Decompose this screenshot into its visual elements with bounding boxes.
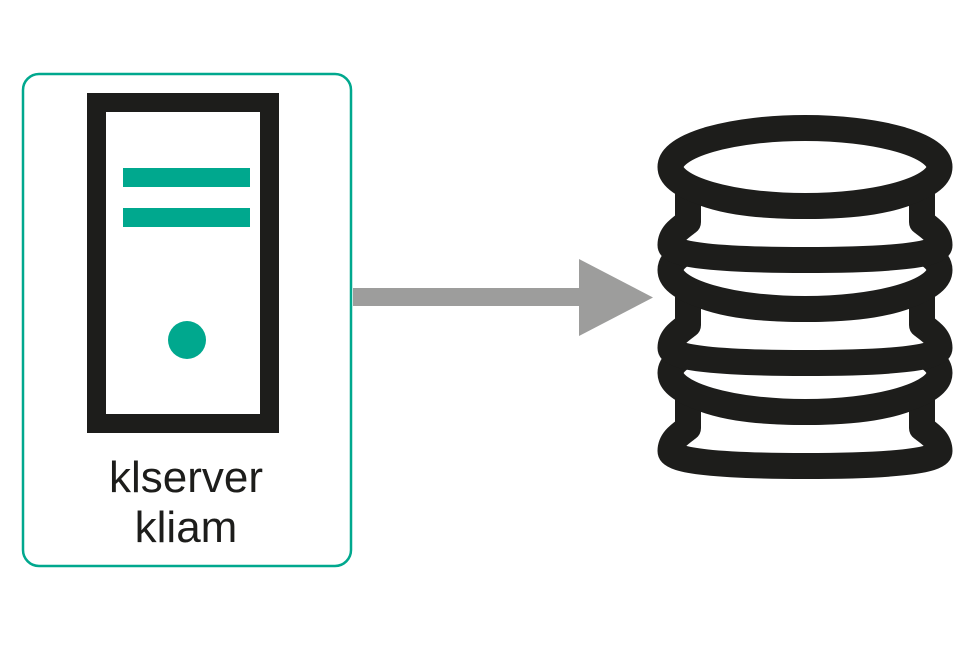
server-node: klserver kliam — [21, 72, 353, 568]
database-disk-top-top — [657, 115, 953, 219]
database-icon — [657, 115, 953, 479]
server-node-label-line1: klserver — [109, 453, 263, 502]
server-tower-frame — [87, 93, 279, 433]
server-drive-slot-bottom — [123, 208, 250, 227]
server-tower-icon — [87, 93, 279, 433]
connector-arrow-right — [353, 259, 653, 336]
server-node-box — [21, 72, 353, 568]
server-node-label-line2: kliam — [135, 503, 238, 552]
server-drive-slot-top — [123, 168, 250, 187]
arrow-head — [579, 259, 653, 336]
server-power-dot — [168, 321, 206, 359]
arrow-shaft — [353, 288, 586, 306]
database-disk-top — [657, 115, 953, 273]
